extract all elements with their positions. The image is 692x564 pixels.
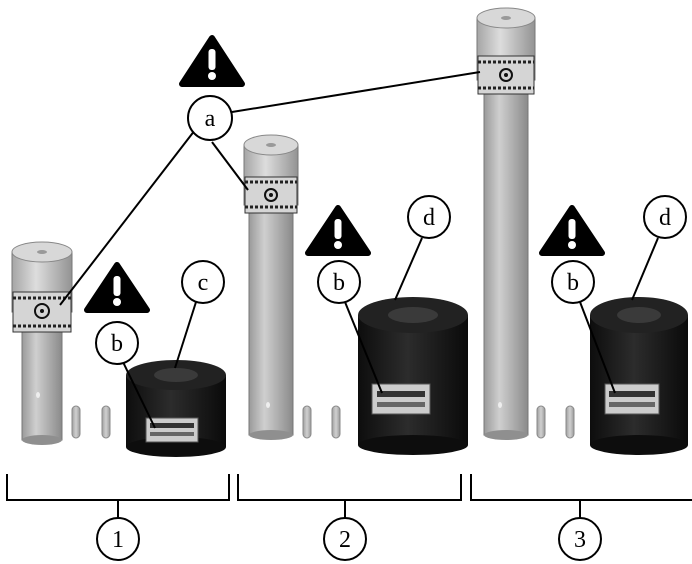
biohazard-label-icon — [12, 291, 72, 333]
callout-d-2: d — [643, 195, 687, 239]
tube-3 — [476, 7, 536, 440]
callout-d-1: d — [407, 195, 451, 239]
svg-text:b: b — [333, 270, 345, 296]
svg-text:b: b — [111, 331, 123, 357]
group-label-1: 1 — [96, 517, 140, 561]
biohazard-label-icon — [477, 55, 535, 95]
biohazard-label-icon — [244, 176, 298, 214]
shield-small — [126, 360, 226, 457]
tube-1 — [11, 241, 73, 445]
radiation-label-icon — [371, 383, 431, 415]
svg-text:d: d — [423, 205, 435, 231]
svg-text:c: c — [198, 270, 209, 296]
shield-large-3 — [590, 297, 688, 455]
callout-b-3: b — [551, 260, 595, 304]
bracket-group-3 — [470, 474, 692, 518]
group-label-3: 3 — [558, 517, 602, 561]
svg-text:d: d — [659, 205, 671, 231]
svg-text:a: a — [205, 106, 216, 132]
warning-triangle-icon — [539, 205, 605, 256]
bracket-group-2 — [237, 474, 462, 518]
svg-text:b: b — [567, 270, 579, 296]
svg-text:1: 1 — [112, 527, 124, 553]
warning-triangle-icon — [305, 205, 371, 256]
group-label-2: 2 — [323, 517, 367, 561]
svg-text:2: 2 — [339, 527, 351, 553]
callout-b-2: b — [317, 260, 361, 304]
svg-text:3: 3 — [574, 527, 586, 553]
callout-b-1: b — [95, 321, 139, 365]
warning-triangle-icon — [84, 262, 150, 313]
leader-lines — [59, 71, 659, 429]
radiation-label-icon — [145, 417, 199, 443]
tube-2 — [243, 134, 299, 440]
callout-a: a — [187, 95, 233, 141]
spacer-pins-1 — [71, 405, 111, 439]
bracket-group-1 — [6, 474, 230, 518]
callout-c: c — [181, 260, 225, 304]
warning-triangle-icon — [179, 35, 245, 87]
spacer-pins-2 — [302, 405, 341, 439]
spacer-pins-3 — [536, 405, 575, 439]
